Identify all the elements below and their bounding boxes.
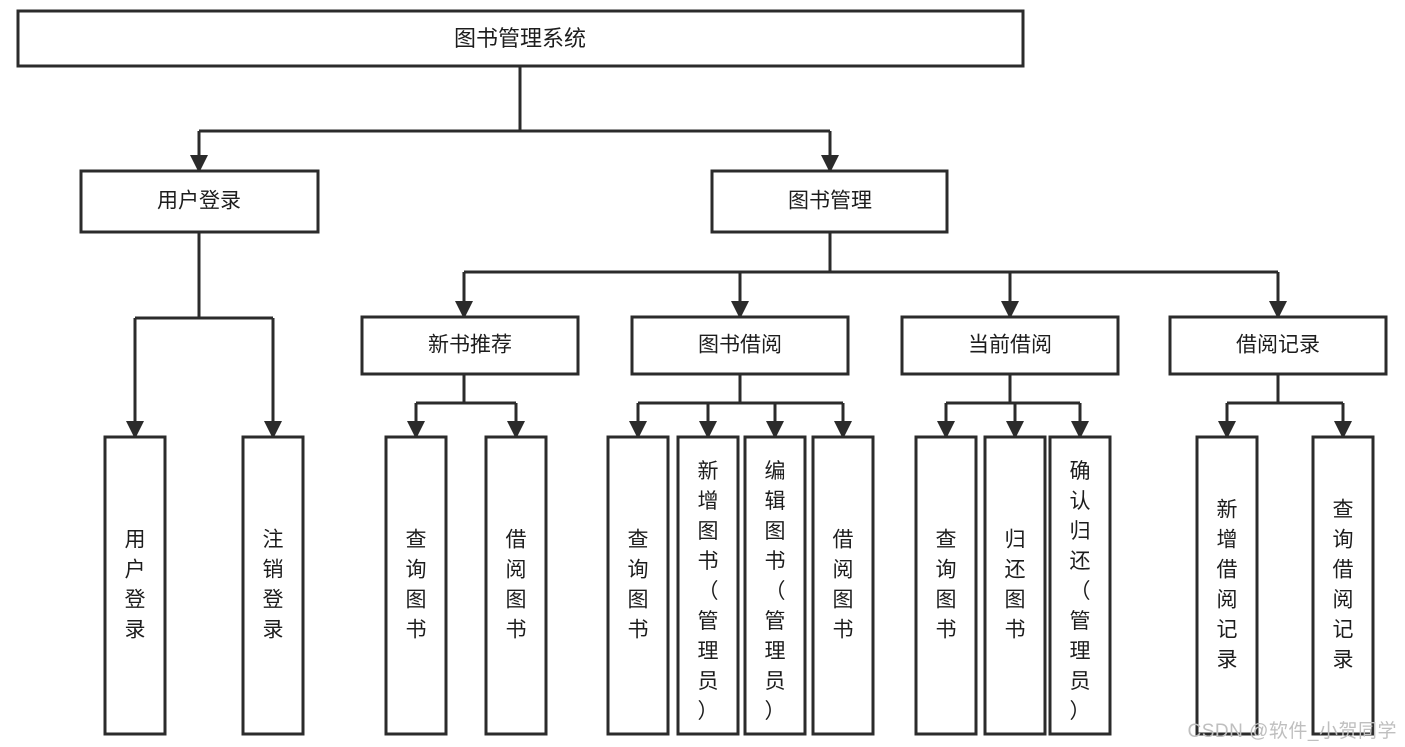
node-user-login-box — [79, 169, 320, 234]
node-current-borrow-box — [900, 315, 1120, 376]
connector-group-book-borrow — [629, 374, 852, 439]
node-leaf-query-book-1-label: 查询图书 — [406, 528, 427, 641]
node-leaf-borrow-book-2-label: 借阅图书 — [833, 528, 854, 641]
node-leaf-confirm-return[interactable]: 确认归还（管理员） — [1048, 435, 1112, 736]
node-user-login[interactable]: 用户登录 — [79, 169, 320, 234]
node-leaf-query-book-2-box — [606, 435, 670, 736]
node-new-book-recommend-label: 新书推荐 — [428, 334, 512, 357]
node-leaf-query-book-1-box — [384, 435, 448, 736]
node-user-login-label: 用户登录 — [157, 190, 241, 213]
node-leaf-confirm-return-label: 确认归还（管理员） — [1070, 460, 1091, 723]
connector-group-current-borrow — [937, 374, 1089, 439]
node-root[interactable]: 图书管理系统 — [16, 9, 1025, 68]
node-borrow-record-label: 借阅记录 — [1236, 334, 1320, 357]
node-leaf-query-book-1[interactable]: 查询图书 — [384, 435, 448, 736]
node-leaf-user-login[interactable]: 用户登录 — [103, 435, 167, 736]
node-leaf-edit-book-box — [743, 435, 807, 736]
connector-group-borrow-record — [1218, 374, 1352, 439]
node-leaf-user-login-label: 用户登录 — [125, 528, 146, 641]
node-leaf-return-book-label: 归还图书 — [1005, 528, 1026, 641]
node-leaf-borrow-book-1-box — [484, 435, 548, 736]
node-leaf-return-book-box — [983, 435, 1047, 736]
node-leaf-query-book-2[interactable]: 查询图书 — [606, 435, 670, 736]
node-leaf-return-book[interactable]: 归还图书 — [983, 435, 1047, 736]
connector-group-book-manage — [455, 232, 1287, 319]
node-leaf-confirm-return-box — [1048, 435, 1112, 736]
node-book-manage[interactable]: 图书管理 — [710, 169, 949, 234]
node-leaf-logout-login-label: 注销登录 — [263, 528, 284, 641]
node-leaf-query-book-3-box — [914, 435, 978, 736]
node-leaf-borrow-book-1[interactable]: 借阅图书 — [484, 435, 548, 736]
node-leaf-add-record[interactable]: 新增借阅记录 — [1195, 435, 1259, 736]
connector-group-user-login — [126, 232, 282, 439]
node-leaf-query-book-2-label: 查询图书 — [628, 528, 649, 641]
node-leaf-edit-book-label: 编辑图书（管理员） — [765, 460, 786, 723]
node-new-book-recommend[interactable]: 新书推荐 — [360, 315, 580, 376]
node-leaf-add-book-label: 新增图书（管理员） — [698, 460, 719, 723]
node-leaf-add-record-label: 新增借阅记录 — [1217, 498, 1238, 671]
node-book-borrow-label: 图书借阅 — [698, 334, 782, 357]
node-leaf-logout-login-box — [241, 435, 305, 736]
node-leaf-user-login-box — [103, 435, 167, 736]
node-leaf-add-record-box — [1195, 435, 1259, 736]
node-leaf-query-record-box — [1311, 435, 1375, 736]
node-leaf-add-book-box — [676, 435, 740, 736]
node-root-box — [16, 9, 1025, 68]
node-new-book-recommend-box — [360, 315, 580, 376]
node-leaf-add-book[interactable]: 新增图书（管理员） — [676, 435, 740, 736]
node-leaf-query-book-3-label: 查询图书 — [936, 528, 957, 641]
node-leaf-edit-book[interactable]: 编辑图书（管理员） — [743, 435, 807, 736]
node-root-label: 图书管理系统 — [454, 26, 586, 51]
node-leaf-query-record[interactable]: 查询借阅记录 — [1311, 435, 1375, 736]
node-book-borrow[interactable]: 图书借阅 — [630, 315, 850, 376]
node-leaf-query-book-3[interactable]: 查询图书 — [914, 435, 978, 736]
connector-group-new-book-recommend — [407, 374, 525, 439]
node-leaf-borrow-book-2-box — [811, 435, 875, 736]
node-borrow-record[interactable]: 借阅记录 — [1168, 315, 1388, 376]
csdn-watermark: CSDN @软件_小贺同学 — [1187, 721, 1397, 742]
node-current-borrow-label: 当前借阅 — [968, 334, 1052, 357]
node-current-borrow[interactable]: 当前借阅 — [900, 315, 1120, 376]
node-book-manage-label: 图书管理 — [788, 190, 872, 213]
connector-group-root — [190, 66, 839, 173]
node-book-borrow-box — [630, 315, 850, 376]
node-leaf-borrow-book-2[interactable]: 借阅图书 — [811, 435, 875, 736]
node-leaf-query-record-label: 查询借阅记录 — [1333, 498, 1354, 671]
leaf-node-layer: 用户登录 注销登录 查询图书 借阅图书 查询图书 新增图书（管理员） 编辑图书（管理员） 借阅… — [103, 435, 1375, 736]
node-leaf-borrow-book-1-label: 借阅图书 — [506, 528, 527, 641]
node-book-manage-box — [710, 169, 949, 234]
node-leaf-logout-login[interactable]: 注销登录 — [241, 435, 305, 736]
node-borrow-record-box — [1168, 315, 1388, 376]
